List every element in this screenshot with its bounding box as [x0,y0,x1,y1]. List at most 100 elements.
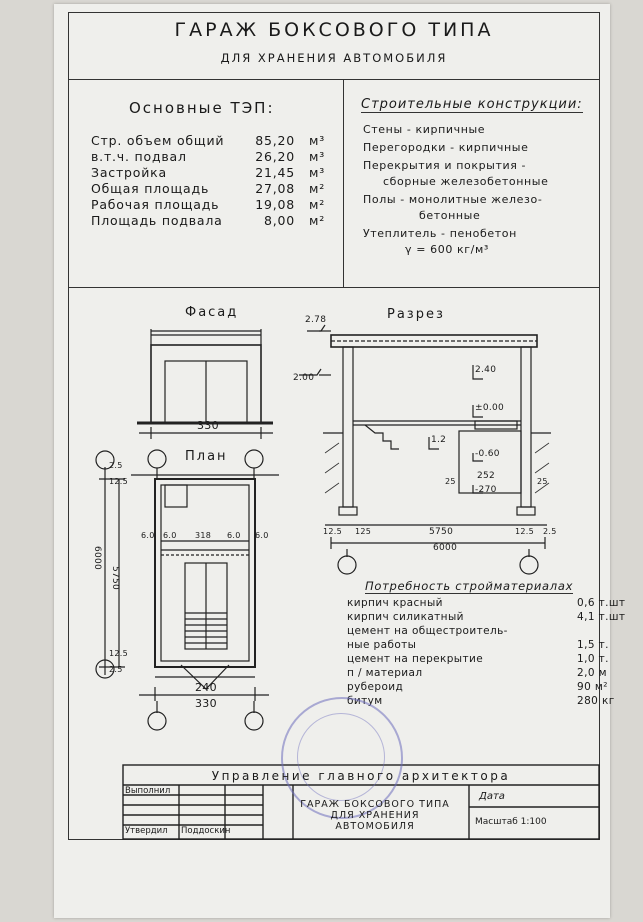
section-dim: 125 [355,527,372,536]
drawing-sheet: ГАРАЖ БОКСОВОГО ТИПА ДЛЯ ХРАНЕНИЯ АВТОМО… [54,4,625,918]
constructions-line: Стены - кирпичные [363,123,486,136]
material-name: цемент на общестроитель- [347,625,508,637]
plan-dim: 5750 [110,565,121,591]
material-name: п / материал [347,667,423,679]
sheet-subtitle: ДЛЯ ХРАНЕНИЯ АВТОМОБИЛЯ [220,51,448,65]
info-bottom-divider [69,287,599,288]
tep-unit: м³ [309,165,326,180]
tep-label: Рабочая площадь [91,197,220,212]
plan-dim: 2.5 [109,665,123,674]
titleblock-scale: Масштаб 1:100 [475,817,547,827]
material-qty: 0,6 т.шт [577,597,626,609]
section-dim: 12.5 [515,527,535,536]
tep-label: Общая площадь [91,181,210,196]
facade-label: Фасад [185,305,239,320]
tep-label: в.т.ч. подвал [91,149,187,164]
titleblock-project-line: АВТОМОБИЛЯ [335,821,415,832]
constructions-line: бетонные [419,209,481,222]
plan-dim: 12.5 [109,477,129,486]
plan-dim: 240 [195,681,217,694]
titleblock-project-line: ДЛЯ ХРАНЕНИЯ [330,810,420,821]
constructions-line: Перекрытия и покрытия - [363,159,527,172]
materials-row: цемент на общестроитель- [347,625,508,637]
material-name: рубероид [347,681,404,693]
tep-row: Застройка 21,45 м³ [91,165,339,180]
header-divider [69,79,599,80]
titleblock-approver: Поддоскин [181,826,231,836]
materials-row: рубероид 90 м² [347,681,607,693]
section-dim: ±0.00 [475,403,505,413]
section-dim: 2.40 [475,365,497,375]
materials-row: кирпич силикатный 4,1 т.шт [347,611,625,623]
constructions-heading: Строительные конструкции: [361,97,583,113]
material-qty: 1,5 т. [577,639,609,651]
titleblock-performed: Выполнил [125,786,171,796]
sheet-frame: ГАРАЖ БОКСОВОГО ТИПА ДЛЯ ХРАНЕНИЯ АВТОМО… [68,12,625,840]
material-qty: 1,0 т. [577,653,609,665]
plan-dim: 6.0 [227,531,241,540]
facade-dim-width: 330 [197,419,219,432]
material-name: кирпич силикатный [347,611,464,623]
round-stamp [281,697,403,819]
section-dim: 25 [537,477,548,486]
materials-row: цемент на перекрытие 1,0 т. [347,653,608,665]
tep-value: 27,08 [255,181,295,196]
constructions-line: Перегородки - кирпичные [363,141,529,154]
titleblock-date: Дата [479,791,505,802]
plan-dim: 330 [195,697,217,710]
tep-value: 21,45 [255,165,295,180]
tep-unit: м² [309,213,326,228]
material-name: кирпич красный [347,597,443,609]
material-qty: 90 м² [577,681,608,693]
constructions-line: сборные железобетонные [383,175,549,188]
material-qty: 2,0 м [577,667,607,679]
section-dim: -0.60 [475,449,500,459]
section-label: Разрез [387,307,445,322]
titleblock-project-line: ГАРАЖ БОКСОВОГО ТИПА [300,799,450,810]
titleblock-heading: Управление главного архитектора [211,769,511,783]
sheet-title: ГАРАЖ БОКСОВОГО ТИПА [174,19,494,41]
material-qty: 4,1 т.шт [577,611,626,623]
section-dim: 25 [445,477,456,486]
plan-dim: 12.5 [109,649,129,658]
plan-dim: 6.0 [141,531,155,540]
tep-heading: Основные ТЭП: [129,99,275,117]
material-qty: 280 кг [577,695,615,707]
plan-drawing [95,449,279,731]
plan-dim: 6.0 [163,531,177,540]
tep-unit: м³ [309,133,326,148]
section-dim: 2.00 [293,373,315,383]
section-drawing [299,324,551,575]
tep-value: 8,00 [263,213,295,228]
tep-label: Стр. объем общий [91,133,225,148]
section-dim: 6000 [433,543,458,553]
materials-heading: Потребность стройматериалах [365,579,574,594]
plan-label: План [185,449,228,464]
tep-unit: м³ [309,149,326,164]
materials-row: п / материал 2,0 м [347,667,607,679]
plan-dim: 6.0 [255,531,269,540]
section-dim: 2.78 [305,315,327,325]
tep-value: 19,08 [255,197,295,212]
section-dim: 2.5 [543,527,557,536]
plan-dim: 6000 [92,545,103,571]
titleblock-grid [122,764,600,840]
tep-label: Застройка [91,165,167,180]
material-name: цемент на перекрытие [347,653,484,665]
info-divider [343,79,344,287]
tep-unit: м² [309,197,326,212]
constructions-line: γ = 600 кг/м³ [405,243,489,256]
tep-row: Площадь подвала 8,00 м² [91,213,339,228]
section-dim: 1.2 [431,435,447,445]
facade-drawing [137,329,273,439]
section-dim: 252 [477,471,496,481]
materials-row: ные работы 1,5 т. [347,639,608,651]
material-name: ные работы [347,639,417,651]
constructions-line: Полы - монолитные железо- [363,193,543,206]
constructions-line: Утеплитель - пенобетон [363,227,517,240]
tep-label: Площадь подвала [91,213,223,228]
materials-row: кирпич красный 0,6 т.шт [347,597,625,609]
drawings-linework [95,324,600,840]
